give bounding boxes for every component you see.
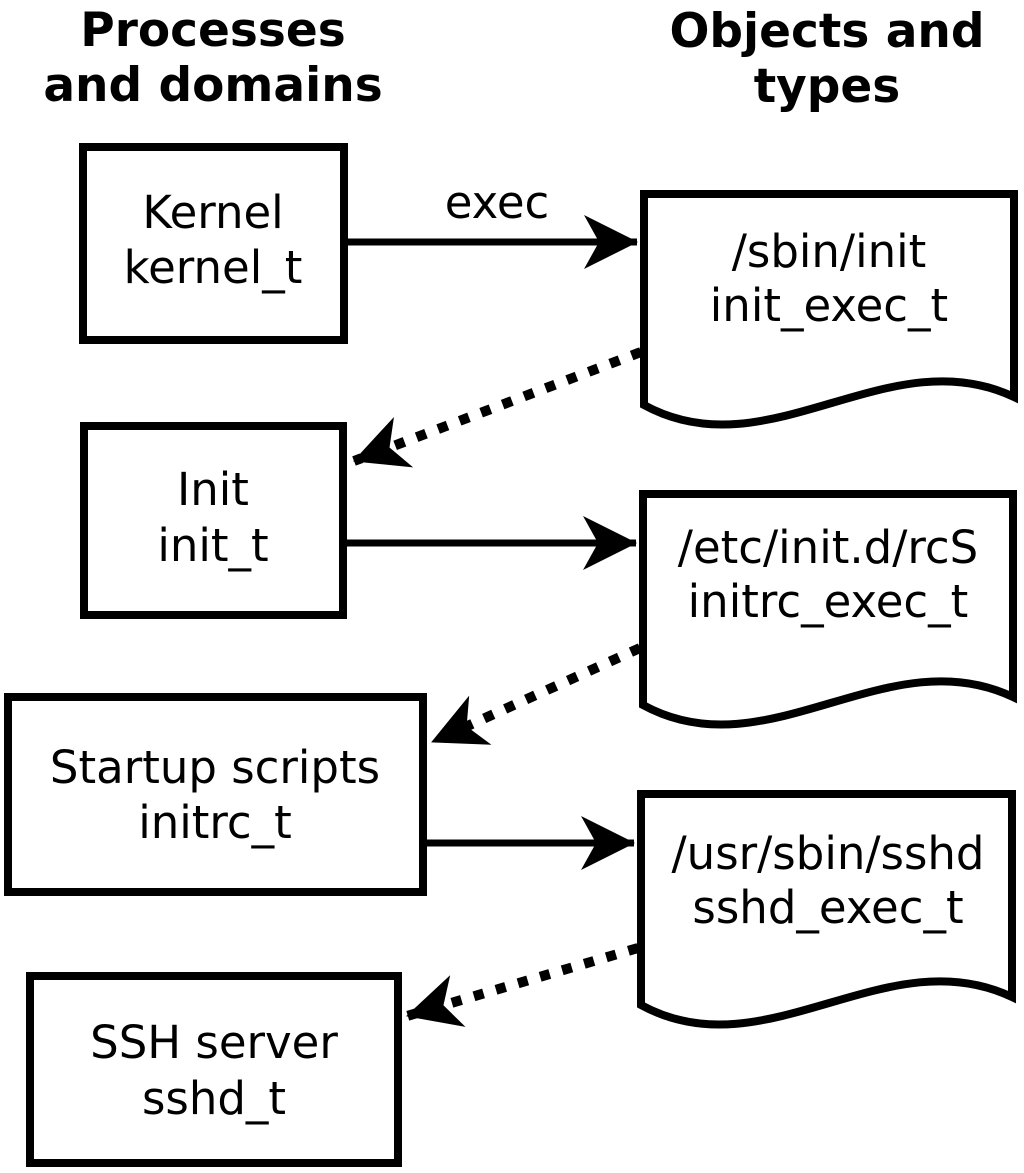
process-domain-kernel: kernel_t [124,241,303,294]
process-label-ssh-server: SSH server [90,1016,338,1069]
dotted-arrow-usr-sbin-sshd-to-ssh-server [405,943,640,1027]
process-node-kernel: Kernel kernel_t [79,143,348,344]
heading-objects-line1: Objects and [669,4,984,59]
process-box-startup-scripts [4,693,427,896]
heading-processes-line2: and domains [43,58,382,113]
process-domain-ssh-server: sshd_t [142,1072,286,1125]
object-doc-sbin-init [640,190,1018,429]
process-domain-init: init_t [157,519,268,572]
process-label-init: Init [177,463,249,516]
object-type-etc-initd-rcs: initrc_exec_t [688,575,969,628]
object-node-usr-sbin-sshd: /usr/sbin/sshd sshd_exec_t [637,790,1016,1029]
heading-processes-line1: Processes [80,3,345,58]
process-box-init [80,422,347,619]
process-node-ssh-server: SSH server sshd_t [26,972,402,1167]
object-path-etc-initd-rcs: /etc/init.d/rcS [678,521,978,574]
process-box-kernel [79,143,348,344]
process-label-startup-scripts: Startup scripts [50,741,380,794]
process-box-ssh-server [26,972,402,1167]
object-node-sbin-init: /sbin/init init_exec_t [640,190,1018,429]
heading-objects-line2: types [754,59,901,114]
dotted-arrow-sbin-init-to-init [352,347,643,468]
dotted-arrow-etc-initd-rcs-to-startup-scripts [429,643,643,747]
object-type-usr-sbin-sshd: sshd_exec_t [692,881,963,934]
object-node-etc-initd-rcs: /etc/init.d/rcS initrc_exec_t [639,490,1017,729]
object-doc-etc-initd-rcs [639,490,1017,729]
object-path-sbin-init: /sbin/init [732,225,927,278]
object-doc-usr-sbin-sshd [637,790,1016,1029]
object-type-sbin-init: init_exec_t [710,279,948,332]
process-node-init: Init init_t [80,422,347,619]
process-node-startup-scripts: Startup scripts initrc_t [4,693,427,896]
exec-arrow-label: exec [445,176,550,229]
process-domain-startup-scripts: initrc_t [138,796,292,849]
process-label-kernel: Kernel [142,186,283,239]
object-path-usr-sbin-sshd: /usr/sbin/sshd [672,827,985,880]
